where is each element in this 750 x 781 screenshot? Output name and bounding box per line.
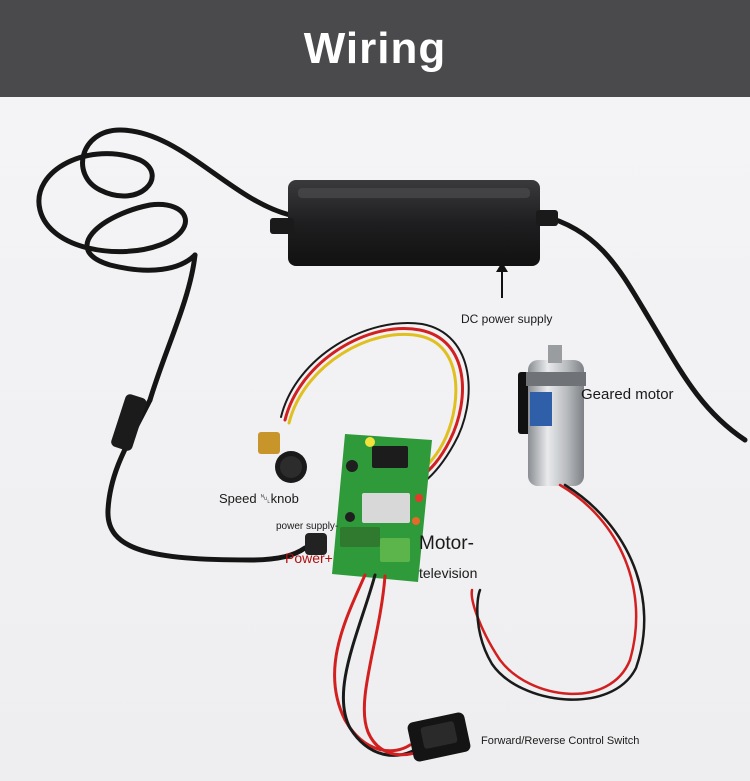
label-geared-motor: Geared motor (581, 386, 674, 403)
label-motor: Motor- (419, 533, 474, 554)
label-dc-power-supply: DC power supply (461, 312, 553, 326)
ac-cable (36, 127, 293, 403)
speed-knob (258, 432, 307, 483)
forward-reverse-switch (407, 712, 471, 762)
motor-wires (470, 483, 646, 701)
dc-cable (105, 212, 748, 563)
label-speed-knob: Speed ␀knob (219, 491, 299, 506)
power-jack (305, 533, 327, 555)
page-title: Wiring (303, 24, 447, 73)
label-television: television (419, 565, 478, 581)
geared-motor (518, 345, 586, 486)
switch-wires (333, 573, 428, 757)
label-switch: Forward/Reverse Control Switch (481, 735, 640, 747)
barrel-plug (111, 394, 147, 451)
controller-board (332, 434, 432, 582)
label-power-supply-minus: power supply- (276, 521, 339, 532)
psu-arrow (496, 262, 508, 298)
title-banner: Wiring (0, 0, 750, 97)
dc-power-supply (270, 180, 558, 266)
label-power-plus: Power+ (285, 550, 333, 566)
pot-wires (280, 322, 470, 483)
